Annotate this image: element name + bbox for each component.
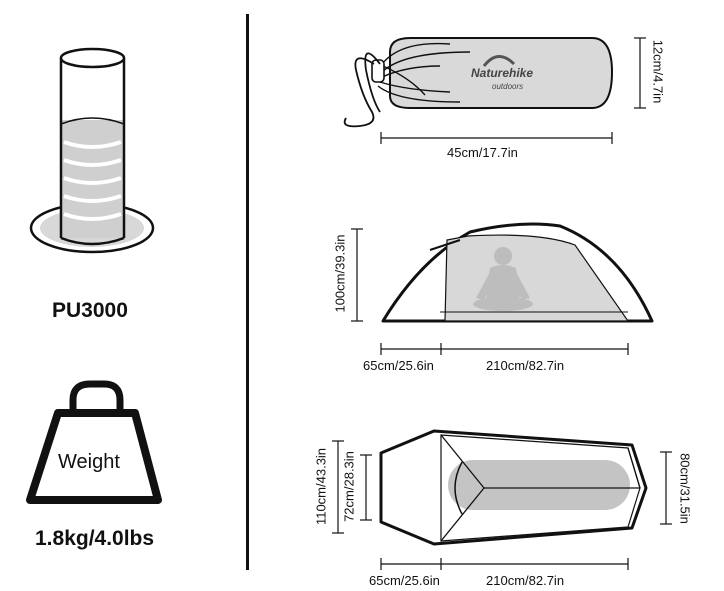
packed-length-label: 45cm/17.7in: [447, 145, 518, 160]
panel-divider: [246, 14, 249, 570]
side-height-label: 100cm/39.3in: [332, 234, 348, 313]
packed-brand-tagline: outdoors: [492, 82, 524, 91]
weight-value: 1.8kg/4.0lbs: [35, 527, 155, 550]
top-foot-width-label: 80cm/31.5in: [677, 453, 693, 524]
top-outer-head-width-label: 110cm/43.3in: [313, 447, 329, 526]
waterproof-rating-label: PU3000: [52, 299, 128, 322]
top-vestibule-label: 65cm/25.6in: [369, 573, 440, 588]
weight-icon-text: Weight: [58, 451, 120, 473]
side-vestibule-label: 65cm/25.6in: [363, 358, 434, 373]
packed-diameter-label: 12cm/4.7in: [650, 39, 666, 104]
packed-brand: Naturehike: [471, 66, 534, 80]
side-inner-length-label: 210cm/82.7in: [486, 358, 565, 373]
top-inner-length-label: 210cm/82.7in: [486, 573, 565, 588]
top-inner-head-width-label: 72cm/28.3in: [341, 451, 357, 522]
